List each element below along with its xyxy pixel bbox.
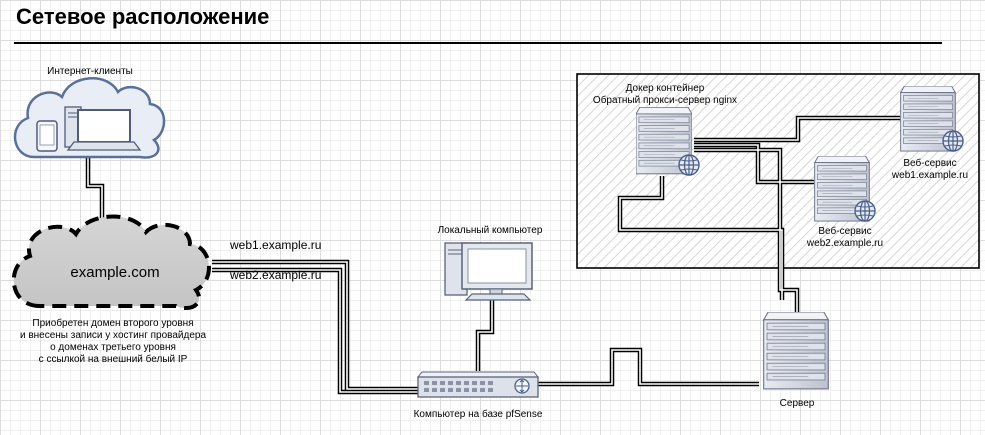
- local-computer-icon: [444, 242, 533, 301]
- link-pc-firewall: [475, 296, 495, 371]
- web1-label: Веб-сервис web1.example.ru: [891, 158, 969, 181]
- proxy-server-icon: [636, 107, 700, 176]
- link-cloud-web2: [212, 267, 418, 395]
- domain-cloud-label: example.com: [70, 264, 160, 281]
- local-computer-label: Локальный компьютер: [437, 225, 543, 236]
- web2-label: Веб-сервис web2.example.ru: [806, 226, 884, 249]
- server-label: Сервер: [779, 398, 815, 409]
- domain-cloud: [11, 214, 211, 310]
- pfsense-label: Компьютер на базе pfSense: [413, 409, 543, 420]
- link-label-web2: web2.example.ru: [230, 268, 322, 282]
- page-title: Сетевое расположение: [16, 4, 270, 29]
- docker-container-label: Докер контейнер Обратный прокси-сервер n…: [592, 83, 738, 106]
- laptop-icon: [66, 109, 142, 151]
- phone-icon: [36, 120, 58, 152]
- pfsense-router-icon: [416, 371, 540, 398]
- internet-clients-label: Интернет-клиенты: [47, 66, 133, 77]
- web2-server-icon: [814, 156, 876, 222]
- main-server-icon: [763, 312, 829, 390]
- link-label-web1: web1.example.ru: [230, 238, 322, 252]
- web1-server-icon: [900, 86, 964, 152]
- domain-note: Приобретен домен второго уровня и внесен…: [19, 318, 207, 365]
- connections: [85, 115, 900, 395]
- link-firewall-server: [536, 347, 759, 387]
- title-divider: [14, 42, 942, 44]
